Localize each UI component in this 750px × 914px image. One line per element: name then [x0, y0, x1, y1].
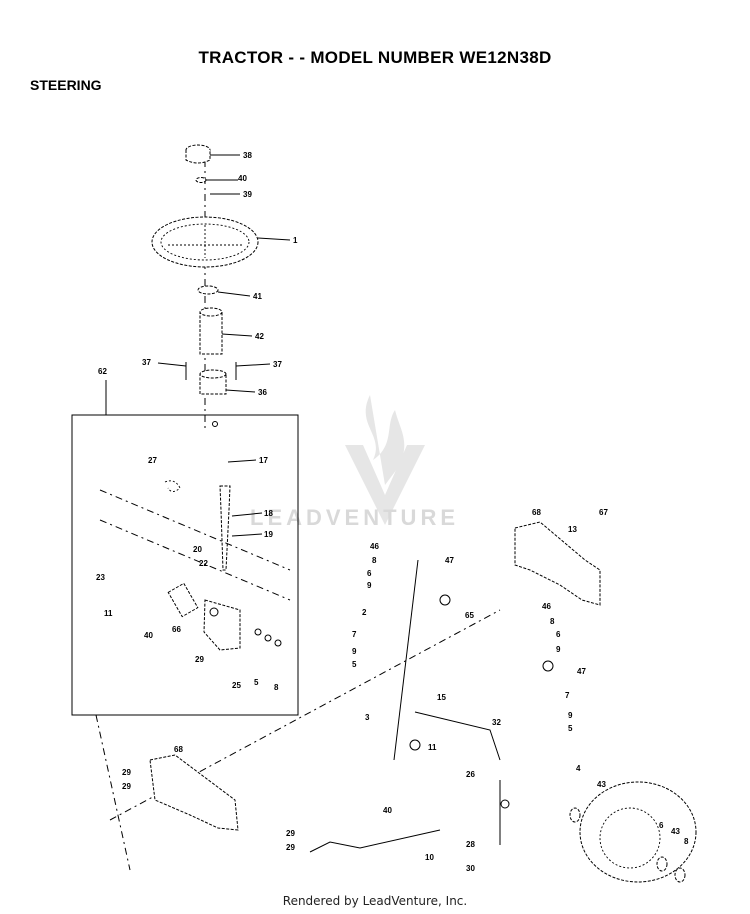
callout-42: 42 — [255, 332, 264, 341]
callout-6: 6 — [659, 821, 664, 830]
callout-38: 38 — [243, 151, 252, 160]
callout-17: 17 — [259, 456, 268, 465]
steering-rod — [309, 829, 441, 853]
callout-8: 8 — [274, 683, 279, 692]
callout-11: 11 — [104, 609, 113, 618]
callout-15: 15 — [437, 693, 446, 702]
bracket-68-lower — [149, 754, 239, 831]
spring — [164, 480, 181, 492]
callout-5: 5 — [352, 660, 357, 669]
callout-1: 1 — [293, 236, 298, 245]
callout-27: 27 — [148, 456, 157, 465]
callout-40: 40 — [383, 806, 392, 815]
callout-40: 40 — [144, 631, 153, 640]
callout-5: 5 — [254, 678, 259, 687]
callout-46: 46 — [542, 602, 551, 611]
callout-6: 6 — [367, 569, 372, 578]
callout-4: 4 — [576, 764, 581, 773]
diagram-title: TRACTOR - - MODEL NUMBER WE12N38D — [198, 48, 552, 67]
callout-5: 5 — [568, 724, 573, 733]
bushing — [197, 285, 219, 295]
callout-43: 43 — [597, 780, 606, 789]
steering-tube — [199, 311, 223, 355]
nut — [195, 177, 207, 183]
callout-28: 28 — [466, 840, 475, 849]
callout-47: 47 — [445, 556, 454, 565]
mount-bracket — [203, 599, 241, 651]
callout-22: 22 — [199, 559, 208, 568]
callout-9: 9 — [367, 581, 372, 590]
inset-box — [71, 414, 299, 716]
callout-10: 10 — [425, 853, 434, 862]
callout-9: 9 — [568, 711, 573, 720]
callout-18: 18 — [264, 509, 273, 518]
callout-2: 2 — [362, 608, 367, 617]
callout-7: 7 — [565, 691, 570, 700]
callout-13: 13 — [568, 525, 577, 534]
callout-47: 47 — [577, 667, 586, 676]
callout-68: 68 — [532, 508, 541, 517]
callout-39: 39 — [243, 190, 252, 199]
callout-11: 11 — [428, 743, 437, 752]
callout-40: 40 — [238, 174, 247, 183]
callout-25: 25 — [232, 681, 241, 690]
callout-8: 8 — [684, 837, 689, 846]
callout-29: 29 — [286, 843, 295, 852]
callout-37: 37 — [142, 358, 151, 367]
callout-29: 29 — [286, 829, 295, 838]
watermark-text: LEADVENTURE — [250, 505, 460, 530]
callout-67: 67 — [599, 508, 608, 517]
callout-9: 9 — [556, 645, 561, 654]
callout-65: 65 — [465, 611, 474, 620]
callout-26: 26 — [466, 770, 475, 779]
bracket-68 — [514, 521, 601, 606]
shaft — [219, 485, 231, 571]
callout-8: 8 — [550, 617, 555, 626]
column-bracket — [199, 373, 227, 395]
callout-36: 36 — [258, 388, 267, 397]
callout-62: 62 — [98, 367, 107, 376]
callout-23: 23 — [96, 573, 105, 582]
callout-29: 29 — [122, 768, 131, 777]
callout-9: 9 — [352, 647, 357, 656]
callout-20: 20 — [193, 545, 202, 554]
section-heading: STEERING — [30, 77, 102, 93]
callout-37: 37 — [273, 360, 282, 369]
callout-32: 32 — [492, 718, 501, 727]
callout-7: 7 — [352, 630, 357, 639]
footer-credit: Rendered by LeadVenture, Inc. — [282, 894, 468, 908]
front-tire — [579, 781, 697, 883]
callout-29: 29 — [122, 782, 131, 791]
callout-19: 19 — [264, 530, 273, 539]
callout-43: 43 — [671, 827, 680, 836]
callout-66: 66 — [172, 625, 181, 634]
callout-30: 30 — [466, 864, 475, 873]
bushing-66 — [167, 582, 199, 618]
leader-lines — [157, 154, 291, 537]
callout-46: 46 — [370, 542, 379, 551]
callout-8: 8 — [372, 556, 377, 565]
callout-68: 68 — [174, 745, 183, 754]
callout-29: 29 — [195, 655, 204, 664]
callout-6: 6 — [556, 630, 561, 639]
callout-41: 41 — [253, 292, 262, 301]
callout-3: 3 — [365, 713, 370, 722]
drag-link — [414, 711, 501, 761]
